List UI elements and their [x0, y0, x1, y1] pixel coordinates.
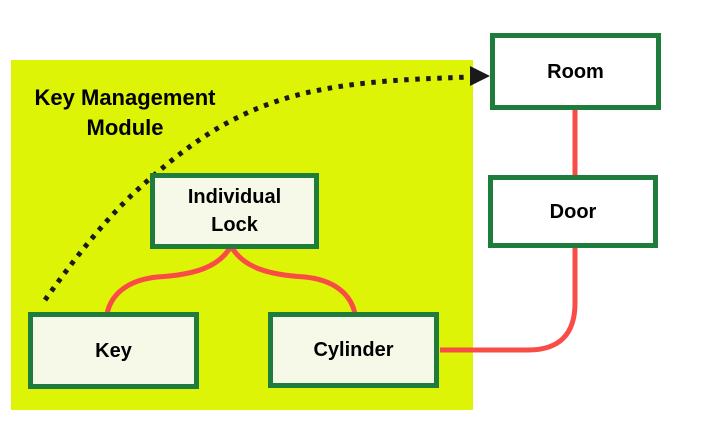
module-title-line1: Key Management [34, 85, 216, 110]
dotted-arrow-head-icon [470, 66, 490, 86]
module-title: Key Management Module [14, 83, 236, 143]
node-room: Room [490, 33, 661, 110]
connector-door-cylinder [440, 245, 578, 353]
individual-lock-label-line1: Individual [187, 186, 282, 208]
node-door: Door [488, 175, 658, 248]
individual-lock-label-line2: Lock [211, 214, 258, 236]
brace-lock-cylinder [228, 244, 358, 315]
brace-lock-key [104, 244, 234, 315]
key-label: Key [95, 339, 132, 362]
module-title-line2: Module [86, 115, 164, 140]
node-key: Key [28, 312, 199, 389]
node-cylinder: Cylinder [268, 312, 439, 388]
node-individual-lock: Individual Lock [150, 173, 319, 249]
cylinder-label: Cylinder [313, 339, 394, 361]
door-label: Door [549, 200, 597, 223]
room-label: Room [547, 60, 604, 83]
